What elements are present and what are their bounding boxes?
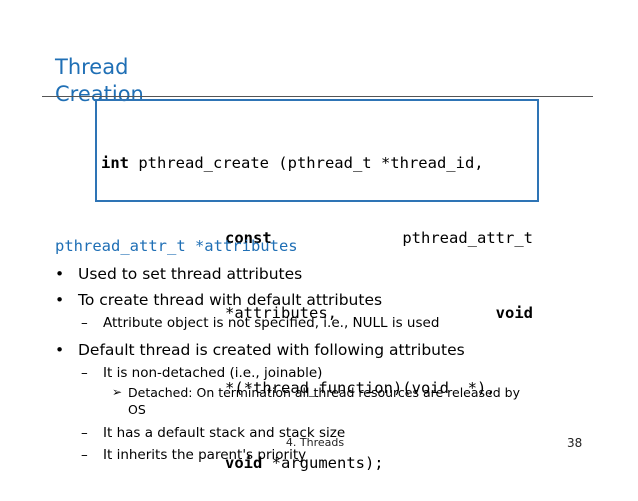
code-keyword: int	[101, 154, 129, 172]
sub-bullet-item: –It inherits the parent's priority	[55, 444, 575, 466]
dash-icon: –	[81, 425, 88, 441]
dash-icon: –	[81, 365, 88, 381]
code-text: pthread_attr_t	[402, 229, 533, 247]
dash-icon: –	[81, 447, 88, 463]
page-number: 38	[567, 436, 583, 450]
bullet-item: • To create thread with default attribute…	[55, 288, 575, 312]
arrow-bullet-icon: ➢	[112, 385, 123, 399]
code-keyword: const	[225, 229, 272, 247]
bullet-text: Default thread is created with following…	[78, 341, 465, 359]
code-keyword: void	[225, 454, 263, 472]
code-block: int pthread_create (pthread_t *thread_id…	[101, 101, 533, 501]
sub-sub-bullet-text: Detached: On termination all thread reso…	[128, 385, 520, 417]
bullet-text: To create thread with default attributes	[78, 291, 383, 309]
code-line-5: void *arguments);	[101, 451, 533, 476]
bullet-text: Used to set thread attributes	[78, 265, 303, 283]
code-text: *(*thread_function)(void *),	[225, 379, 496, 397]
sub-bullet-item: –It has a default stack and stack size	[55, 422, 575, 444]
code-line-1: int pthread_create (pthread_t *thread_id…	[101, 151, 533, 176]
parameter-heading: pthread_attr_t *attributes	[55, 237, 298, 255]
sub-bullet-text: It has a default stack and stack size	[103, 425, 346, 441]
sub-bullet-text: It is non-detached (i.e., joinable)	[103, 365, 323, 381]
bullet-item: • Used to set thread attributes	[55, 262, 575, 286]
code-line-4: *(*thread_function)(void *),	[101, 376, 533, 401]
code-box	[95, 99, 539, 202]
sub-bullet-item: –It is non-detached (i.e., joinable)	[55, 362, 575, 384]
bullet-icon: •	[55, 291, 65, 309]
bullet-list: • Used to set thread attributes • To creat…	[55, 262, 575, 466]
code-keyword: void	[495, 304, 533, 322]
sub-bullet-item: –Attribute object is not specified, i.e.…	[55, 312, 575, 334]
bullet-icon: •	[55, 265, 65, 283]
code-line-2: const pthread_attr_t	[101, 226, 533, 251]
bullet-icon: •	[55, 341, 65, 359]
title-divider	[42, 96, 593, 97]
code-line-3: *attributes, void	[101, 301, 533, 326]
bullet-item: • Default thread is created with followin…	[55, 338, 575, 362]
slide-title: Thread Creation	[55, 55, 144, 106]
sub-sub-bullet-item: ➢ Detached: On termination all thread res…	[55, 384, 528, 418]
slide-footer: 4. Threads	[285, 436, 345, 449]
code-text: *attributes,	[225, 304, 337, 322]
code-text: *arguments);	[262, 454, 384, 472]
sub-bullet-text: It inherits the parent's priority	[103, 447, 307, 463]
code-text: pthread_create (pthread_t *thread_id,	[129, 154, 484, 172]
sub-bullet-text: Attribute object is not specified, i.e.,…	[103, 315, 440, 331]
dash-icon: –	[81, 315, 88, 331]
